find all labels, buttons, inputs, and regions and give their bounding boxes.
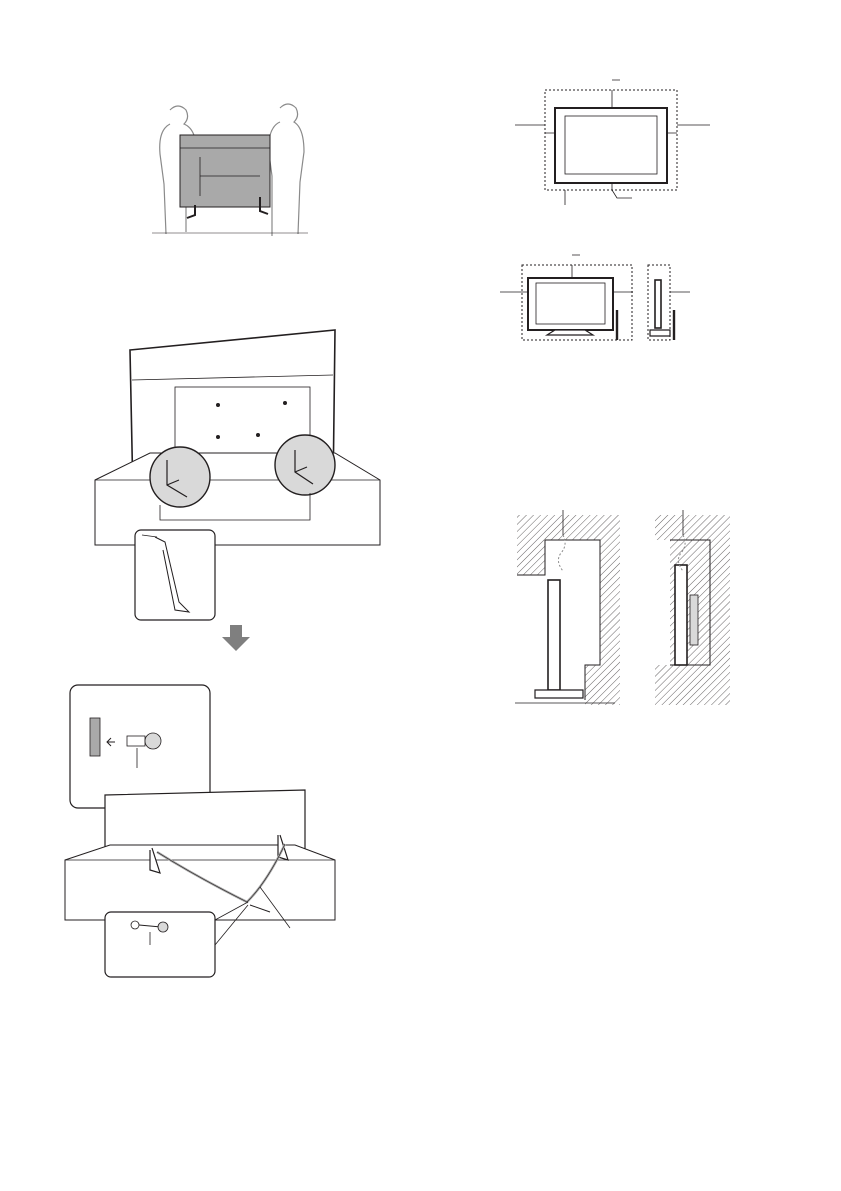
stand-ventilation-clearance-diagram	[500, 250, 700, 345]
stand-clearance-figure	[500, 250, 700, 345]
strap-figure	[65, 680, 340, 980]
carrying-figure	[150, 100, 310, 235]
wall-mount-clearance-figure	[515, 78, 710, 208]
air-circulation-figure	[515, 505, 730, 710]
tv-rear-figure	[95, 325, 380, 660]
tv-rear-with-stands-illustration	[95, 325, 380, 660]
wall-mount-ventilation-clearance-diagram	[515, 78, 710, 208]
people-carrying-tv-illustration	[150, 100, 310, 235]
tv-anchor-strap-illustration	[65, 680, 340, 980]
air-circulation-blocked-diagram	[515, 505, 730, 710]
